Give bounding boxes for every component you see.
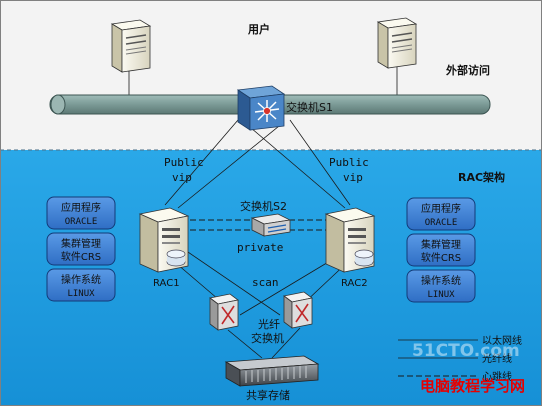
- right-stack-crs-line2: 软件CRS: [421, 251, 461, 264]
- legend-ethernet-label: 以太网线: [482, 334, 522, 347]
- switch-s1-icon: [236, 85, 286, 131]
- left-stack-crs-line1: 集群管理: [61, 237, 101, 250]
- switch-s2-icon: [250, 213, 292, 237]
- scan-label: scan: [252, 276, 279, 289]
- left-stack-oracle-line2: ORACLE: [65, 217, 98, 227]
- fiber-switch-label-line2: 交换机: [251, 331, 284, 345]
- rac2-server-icon: [324, 207, 376, 273]
- rac2-label: RAC2: [341, 278, 368, 289]
- right-stack-oracle: [406, 197, 476, 231]
- watermark-51cto: 51CTO.com: [412, 341, 520, 361]
- legend-heartbeat-label: 心跳线: [482, 370, 512, 383]
- right-software-stack: 应用程序 ORACLE 集群管理 软件CRS 操作系统 LINUX: [406, 197, 476, 303]
- left-stack-oracle: [46, 196, 116, 230]
- ethernet-links: [128, 64, 398, 316]
- left-stack-oracle-line1: 应用程序: [61, 201, 101, 214]
- rac1-label: RAC1: [153, 278, 180, 289]
- fiber-switch-right-icon: [283, 291, 313, 329]
- switch-s2-label: 交换机S2: [240, 199, 287, 213]
- rac-zone-label: RAC架构: [458, 170, 505, 184]
- left-stack-linux-line1: 操作系统: [61, 273, 101, 286]
- right-vip-label: vip: [343, 171, 363, 184]
- rac1-server-icon: [138, 207, 190, 273]
- shared-storage-icon: [224, 355, 320, 387]
- right-stack-linux-line1: 操作系统: [421, 274, 461, 287]
- bus-left-cap: [50, 94, 66, 115]
- left-software-stack: 应用程序 ORACLE 集群管理 软件CRS 操作系统 LINUX: [46, 196, 116, 302]
- left-stack-crs: [46, 232, 116, 266]
- right-stack-oracle-line2: ORACLE: [425, 218, 458, 228]
- left-public-label: Public: [164, 156, 204, 169]
- user-pc-icon: [110, 19, 152, 73]
- switch-s1-label: 交换机S1: [286, 100, 333, 114]
- right-stack-linux: [406, 269, 476, 303]
- left-stack-linux-line2: LINUX: [67, 289, 95, 299]
- external-access-label: 外部访问: [445, 63, 490, 77]
- shared-storage-label: 共享存储: [246, 388, 290, 402]
- left-stack-crs-line2: 软件CRS: [61, 250, 101, 263]
- right-stack-crs-line1: 集群管理: [421, 238, 461, 251]
- external-pc-icon: [376, 17, 418, 69]
- left-stack-linux: [46, 268, 116, 302]
- right-public-label: Public: [329, 156, 369, 169]
- watermark-site: 电脑教程学习网: [420, 377, 525, 395]
- switch-s2-private-label: private: [237, 241, 283, 254]
- fiber-switch-label-line1: 光纤: [258, 317, 280, 331]
- right-stack-crs: [406, 233, 476, 267]
- right-stack-oracle-line1: 应用程序: [421, 202, 461, 215]
- left-vip-label: vip: [172, 171, 192, 184]
- fiber-switch-left-icon: [209, 293, 239, 331]
- right-stack-linux-line2: LINUX: [427, 290, 455, 300]
- legend: 以太网线 光纤线 心跳线: [398, 334, 522, 383]
- user-zone-label: 用户: [248, 22, 270, 36]
- legend-fiber-label: 光纤线: [482, 352, 512, 365]
